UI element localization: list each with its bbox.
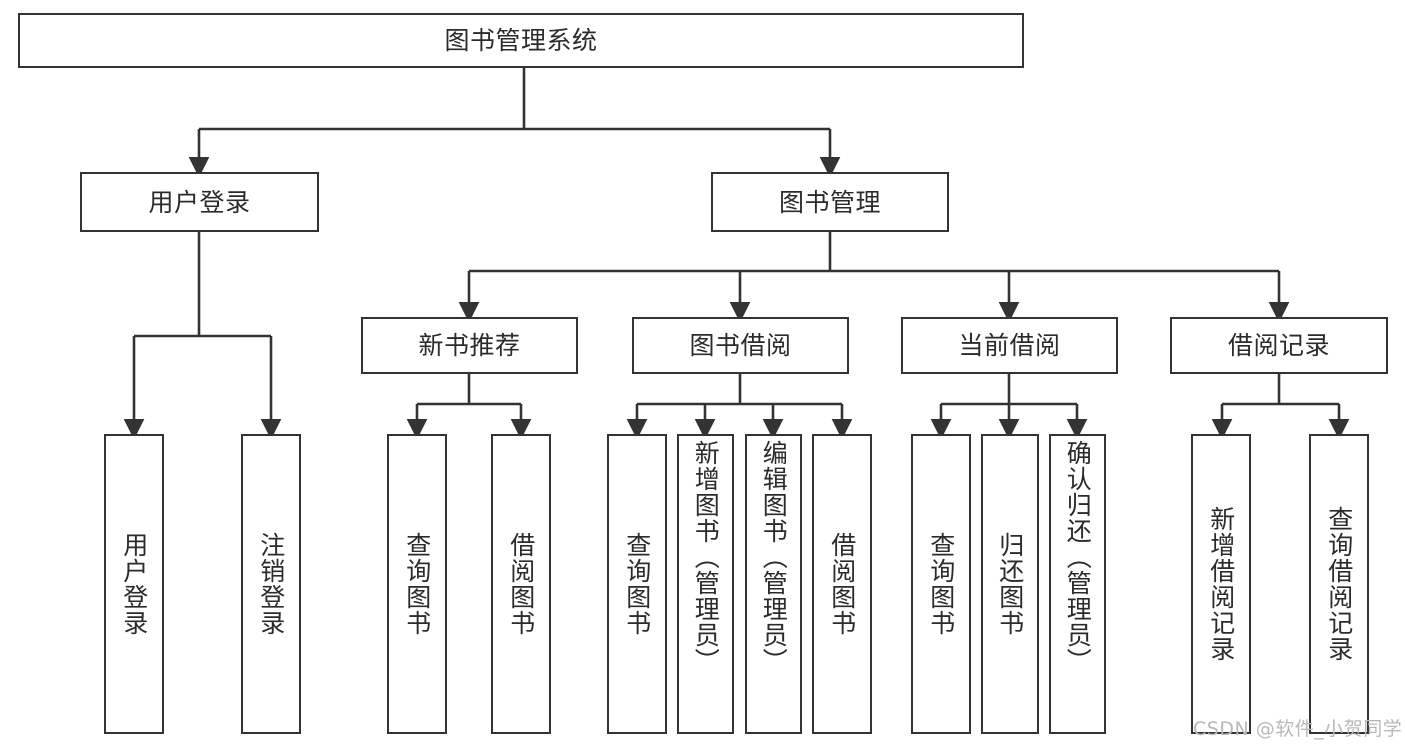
node-leaf-borrow-book-2[interactable]: 借阅图书 (812, 434, 872, 734)
node-leaf-add-book-label: 新增图书（管理员） (691, 440, 721, 674)
node-new-book-recommend-label: 新书推荐 (418, 331, 521, 360)
node-book-borrow-label: 图书借阅 (689, 331, 792, 360)
node-leaf-query-book-3-label: 查询图书 (926, 532, 956, 636)
watermark-text: CSDN @软件_小贺同学 (1193, 718, 1403, 740)
node-user-login[interactable]: 用户登录 (80, 172, 319, 232)
node-current-borrow-label: 当前借阅 (958, 331, 1061, 360)
node-leaf-borrow-book-1[interactable]: 借阅图书 (491, 434, 551, 734)
node-leaf-add-record[interactable]: 新增借阅记录 (1191, 434, 1251, 734)
node-borrow-record[interactable]: 借阅记录 (1170, 317, 1388, 374)
node-borrow-record-label: 借阅记录 (1227, 331, 1330, 360)
node-leaf-user-login-label: 用户登录 (119, 532, 149, 636)
node-leaf-edit-book[interactable]: 编辑图书（管理员） (745, 434, 802, 734)
node-leaf-borrow-book-1-label: 借阅图书 (506, 532, 536, 636)
node-user-login-label: 用户登录 (148, 187, 251, 217)
node-leaf-logout-label: 注销登录 (256, 532, 286, 636)
node-book-borrow[interactable]: 图书借阅 (632, 317, 849, 374)
node-leaf-query-record-label: 查询借阅记录 (1324, 506, 1354, 662)
node-leaf-return-book[interactable]: 归还图书 (981, 434, 1039, 734)
node-leaf-return-book-label: 归还图书 (995, 532, 1025, 636)
node-leaf-confirm-return[interactable]: 确认归还（管理员） (1049, 434, 1106, 734)
node-book-management-label: 图书管理 (778, 187, 881, 217)
node-leaf-query-book-3[interactable]: 查询图书 (911, 434, 971, 734)
node-leaf-query-book-2[interactable]: 查询图书 (607, 434, 667, 734)
node-leaf-add-record-label: 新增借阅记录 (1206, 506, 1236, 662)
node-book-management[interactable]: 图书管理 (711, 172, 949, 232)
node-leaf-borrow-book-2-label: 借阅图书 (827, 532, 857, 636)
node-root-label: 图书管理系统 (444, 26, 598, 55)
node-leaf-user-login[interactable]: 用户登录 (104, 434, 164, 734)
node-leaf-query-record[interactable]: 查询借阅记录 (1309, 434, 1369, 734)
node-current-borrow[interactable]: 当前借阅 (901, 317, 1118, 374)
node-leaf-confirm-return-label: 确认归还（管理员） (1063, 440, 1093, 674)
node-leaf-edit-book-label: 编辑图书（管理员） (759, 440, 789, 674)
node-leaf-add-book[interactable]: 新增图书（管理员） (677, 434, 734, 734)
node-leaf-logout[interactable]: 注销登录 (241, 434, 301, 734)
node-leaf-query-book-2-label: 查询图书 (622, 532, 652, 636)
node-new-book-recommend[interactable]: 新书推荐 (361, 317, 578, 374)
node-leaf-query-book-1[interactable]: 查询图书 (387, 434, 447, 734)
node-leaf-query-book-1-label: 查询图书 (402, 532, 432, 636)
node-root[interactable]: 图书管理系统 (18, 13, 1024, 68)
